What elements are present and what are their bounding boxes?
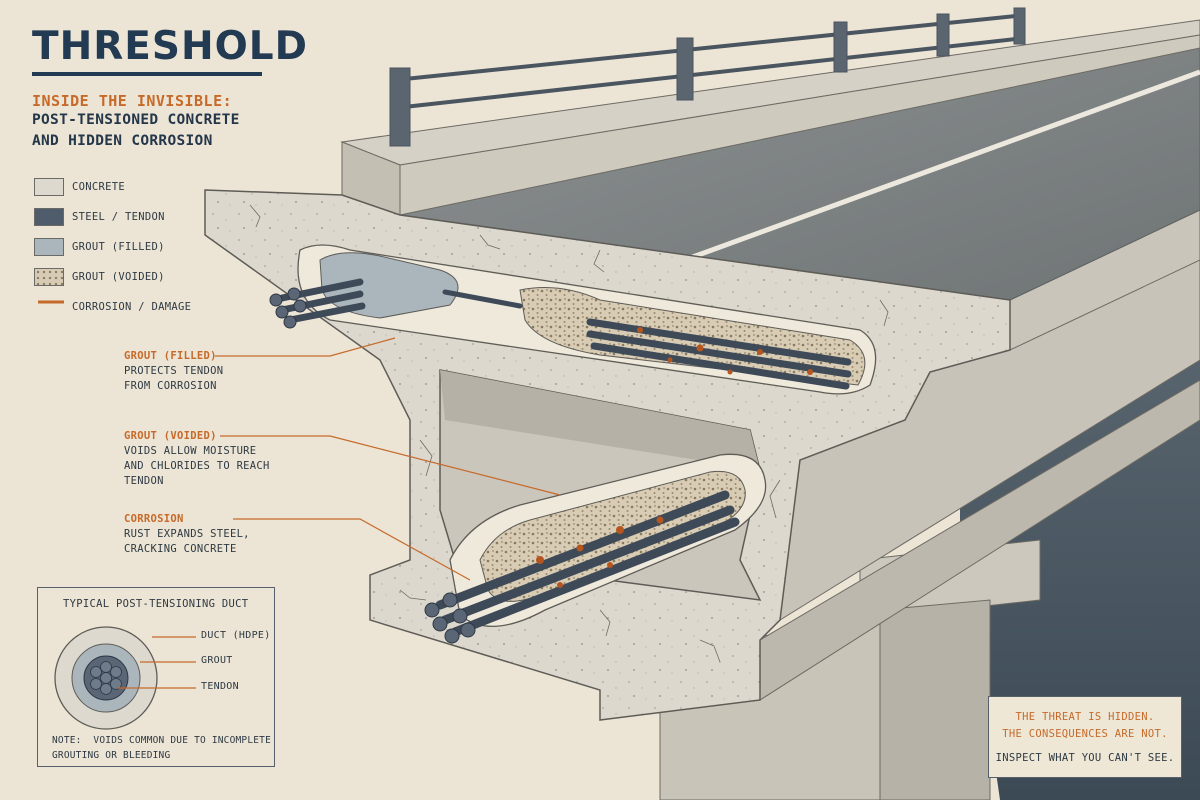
callout-text-corrosion-1: RUST EXPANDS STEEL, (124, 528, 250, 540)
legend-item-grout-voided: GROUT (VOIDED) (34, 262, 191, 292)
guard-railing (389, 7, 1026, 147)
callout-text-filled-1: PROTECTS TENDON (124, 365, 224, 377)
upper-rust (637, 327, 813, 375)
duct-label-hdpe: DUCT (HDPE) (201, 630, 271, 641)
callout-corrosion: CORROSION RUST EXPANDS STEEL, CRACKING C… (124, 512, 250, 557)
steel-swatch (34, 208, 64, 226)
legend-label-steel: STEEL / TENDON (72, 211, 165, 223)
callout-heading-corrosion: CORROSION (124, 513, 184, 525)
legend-label-grout-voided: GROUT (VOIDED) (72, 271, 165, 283)
box-cell-shadow (440, 370, 760, 470)
lower-rust (536, 516, 664, 588)
lane-marking (689, 69, 1200, 261)
parapet-inner (399, 34, 1200, 216)
upper-grout-filled (319, 252, 459, 319)
duct-inset-frame (37, 587, 275, 767)
callout-text-voided-3: TENDON (124, 475, 164, 487)
legend-label-concrete: CONCRETE (72, 181, 125, 193)
message-line-1: THE THREAT IS HIDDEN. (1015, 711, 1155, 723)
message-box (988, 696, 1182, 778)
message-line-2: THE CONSEQUENCES ARE NOT. (1002, 728, 1168, 740)
pier-side (879, 599, 991, 800)
legend-item-corrosion: CORROSION / DAMAGE (34, 292, 191, 322)
message-line-3: INSPECT WHAT YOU CAN'T SEE. (995, 752, 1175, 764)
callout-heading-voided: GROUT (VOIDED) (124, 430, 217, 442)
callout-text-corrosion-2: CRACKING CONCRETE (124, 543, 237, 555)
lower-tendon-ends (424, 592, 476, 644)
legend-label-grout-filled: GROUT (FILLED) (72, 241, 165, 253)
title-underline (32, 72, 262, 76)
callout-heading-filled: GROUT (FILLED) (124, 350, 217, 362)
duct-label-tendon: TENDON (201, 681, 239, 692)
callout-text-voided-1: VOIDS ALLOW MOISTURE (124, 445, 257, 457)
callout-text-voided-2: AND CHLORIDES TO REACH (124, 460, 270, 472)
callout-grout-filled: GROUT (FILLED) PROTECTS TENDON FROM CORR… (124, 349, 223, 394)
grout-filled-swatch (34, 238, 64, 256)
callout-grout-voided: GROUT (VOIDED) VOIDS ALLOW MOISTURE AND … (124, 429, 270, 489)
duct-note-line-1: NOTE: VOIDS COMMON DUE TO INCOMPLETE (52, 735, 272, 746)
duct-inset-diagram (54, 626, 196, 730)
callout-text-filled-2: FROM CORROSION (124, 380, 217, 392)
subtitle: POST-TENSIONED CONCRETE AND HIDDEN CORRO… (32, 110, 240, 152)
legend-item-steel: STEEL / TENDON (34, 202, 191, 232)
legend-item-concrete: CONCRETE (34, 172, 191, 202)
page-title: THRESHOLD (32, 24, 309, 69)
duct-inset-title: TYPICAL POST-TENSIONING DUCT (63, 598, 249, 610)
grout-voided-swatch (34, 268, 64, 286)
concrete-swatch (34, 178, 64, 196)
callout-leaders (38, 300, 561, 581)
subtitle-kicker: INSIDE THE INVISIBLE: (32, 92, 233, 110)
subtitle-line-2: AND HIDDEN CORROSION (32, 133, 213, 149)
legend: CONCRETE STEEL / TENDON GROUT (FILLED) G… (34, 172, 191, 322)
concrete-cracks (249, 204, 889, 663)
legend-item-grout-filled: GROUT (FILLED) (34, 232, 191, 262)
duct-label-grout: GROUT (201, 655, 233, 666)
legend-label-corrosion: CORROSION / DAMAGE (72, 301, 192, 313)
duct-note-line-2: GROUTING OR BLEEDING (52, 750, 171, 761)
upper-tendon-ends (269, 287, 307, 329)
duct-note: NOTE: VOIDS COMMON DUE TO INCOMPLETE GRO… (52, 733, 271, 763)
subtitle-line-1: POST-TENSIONED CONCRETE (32, 112, 240, 128)
corrosion-line-swatch (34, 306, 64, 309)
